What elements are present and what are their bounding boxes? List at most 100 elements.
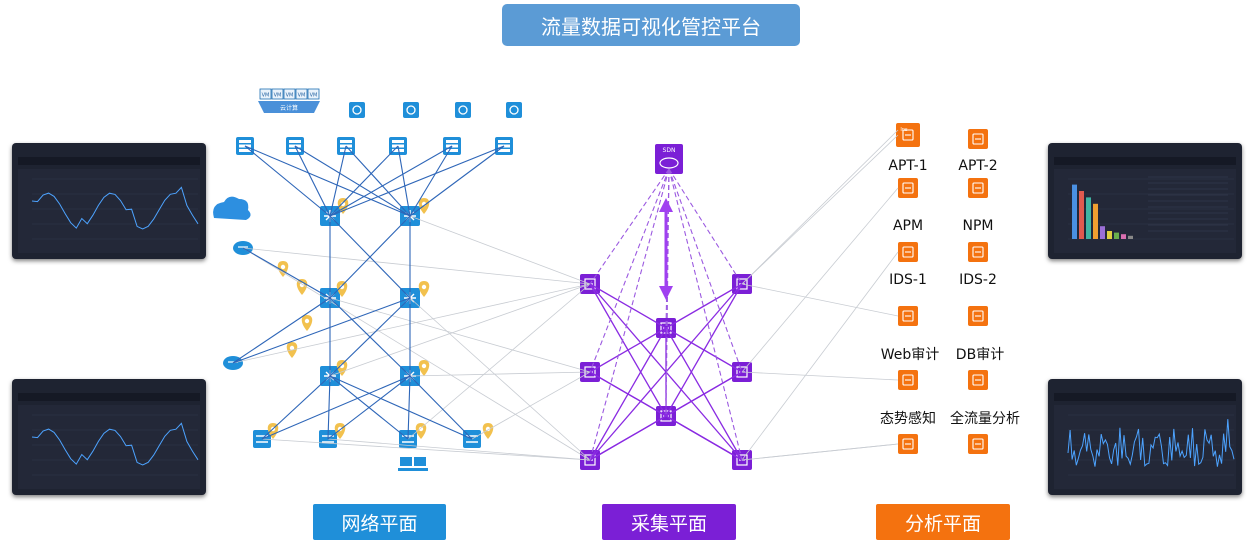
vm-label: VM — [298, 93, 306, 99]
sdn-label: SDN — [663, 147, 676, 154]
mirror-line — [409, 371, 591, 377]
vm-label: VM — [286, 93, 294, 99]
gear-service-icon — [403, 102, 419, 118]
network-link — [329, 145, 453, 217]
tap-glyph — [736, 454, 748, 466]
server-slot — [340, 149, 352, 152]
tool-glyph — [902, 246, 914, 258]
output-line — [741, 443, 899, 461]
tool-glyph — [902, 438, 914, 450]
network-link — [244, 145, 411, 217]
tool-label-npm: NPM — [962, 218, 994, 234]
network-link — [329, 215, 411, 299]
tool-label-apt-2: APT-2 — [958, 158, 998, 174]
mirror-line — [327, 438, 591, 461]
network-link — [261, 375, 411, 440]
network-plane-label: 网络平面 — [313, 504, 446, 540]
cloud-compute-base — [258, 101, 320, 113]
panel-bar — [1079, 191, 1084, 239]
collection-link — [589, 283, 667, 329]
mirror-line — [242, 247, 591, 461]
panel-bar — [1107, 231, 1112, 239]
pin-dot — [421, 363, 427, 369]
network-link — [397, 145, 411, 217]
mirror-line — [329, 283, 591, 377]
pin-dot — [418, 426, 424, 432]
mirror-line — [409, 215, 591, 285]
collection-plane-label: 采集平面 — [602, 504, 736, 540]
storage-icon — [506, 102, 522, 118]
panel-series-line — [31, 186, 199, 230]
tool-label-situation: 态势感知 — [880, 411, 936, 427]
tool-glyph — [972, 133, 984, 145]
tool-label-ids-1: IDS-1 — [889, 272, 927, 288]
tap-glyph — [736, 278, 748, 290]
server-slot — [498, 140, 510, 143]
pin-dot — [289, 345, 295, 351]
mirror-line — [407, 283, 591, 440]
panel-bar — [1072, 184, 1077, 239]
network-link — [409, 375, 473, 440]
mirror-line — [409, 297, 591, 461]
sdn-control-line — [589, 168, 670, 373]
pin-dot — [339, 284, 345, 290]
tool-glyph — [902, 374, 914, 386]
server-slot — [239, 140, 251, 143]
network-link — [329, 297, 411, 377]
network-link — [329, 145, 347, 217]
tool-glyph — [972, 182, 984, 194]
pin-dot — [299, 282, 305, 288]
network-link — [407, 375, 411, 440]
network-link — [261, 375, 331, 440]
monitor-icon — [400, 457, 412, 466]
network-link — [329, 145, 505, 217]
mirror-line — [471, 371, 591, 440]
tool-label-apm: APM — [892, 218, 924, 234]
dashboard-panel-top-right — [1048, 143, 1242, 259]
tool-glyph — [972, 374, 984, 386]
vm-label: VM — [310, 93, 318, 99]
network-link — [327, 375, 331, 440]
panel-bar — [1121, 234, 1126, 239]
terminal-group-icon — [398, 457, 428, 471]
server-slot — [392, 149, 404, 152]
network-link — [294, 145, 411, 217]
vm-box — [295, 88, 308, 100]
arrow-up-icon — [659, 198, 673, 212]
dashboard-panel-bottom-right — [1048, 379, 1242, 495]
output-line — [741, 371, 899, 381]
vm-label: VM — [274, 93, 282, 99]
tool-glyph — [902, 182, 914, 194]
mirror-line — [242, 247, 591, 285]
tool-glyph — [972, 246, 984, 258]
server-slot — [289, 149, 301, 152]
cloud-icon — [213, 196, 251, 220]
sdn-control-line — [668, 168, 743, 461]
panel-series-line — [31, 422, 199, 466]
output-line — [741, 251, 899, 461]
server-slot — [239, 149, 251, 152]
icon-glyph — [352, 105, 362, 115]
network-link — [242, 247, 331, 299]
dashboard-panel-bottom-left — [12, 379, 206, 495]
vm-box — [271, 88, 284, 100]
tool-glyph — [972, 438, 984, 450]
terminal-base — [398, 468, 428, 471]
collection-link — [665, 327, 743, 373]
storage-icon — [455, 102, 471, 118]
server-slot — [446, 140, 458, 143]
network-link — [329, 145, 399, 217]
network-link — [345, 145, 411, 217]
network-link — [244, 145, 331, 217]
panel-chart — [1067, 414, 1235, 476]
dashboard-panel-top-left — [12, 143, 206, 259]
tool-glyph — [902, 129, 914, 141]
page-title: 流量数据可视化管控平台 — [502, 4, 800, 46]
output-line — [741, 283, 899, 317]
mirror-line — [261, 438, 591, 461]
panel-bar — [1093, 203, 1098, 239]
icon-glyph — [406, 105, 416, 115]
panel-bar — [1100, 226, 1105, 239]
sdn-glyph — [659, 157, 679, 169]
